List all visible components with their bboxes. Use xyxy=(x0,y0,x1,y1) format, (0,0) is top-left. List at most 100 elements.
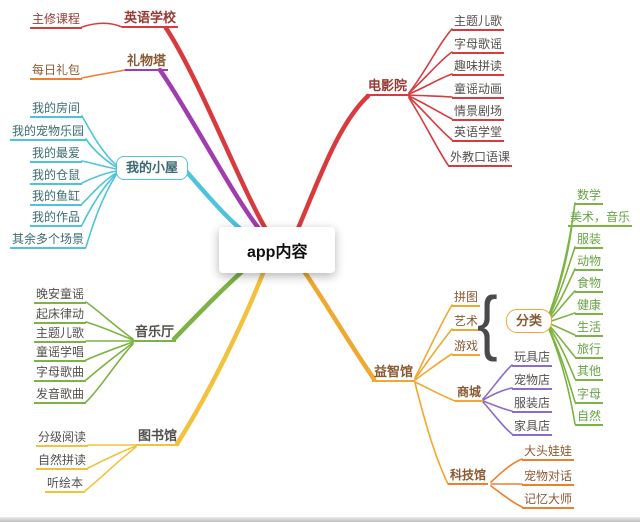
child-line xyxy=(408,28,453,94)
child-line xyxy=(85,138,117,168)
mind-node[interactable]: 趣味拼读 xyxy=(452,60,505,76)
child-line xyxy=(84,446,137,492)
mind-node[interactable]: 服装店 xyxy=(512,397,553,413)
mind-node[interactable]: 我的作品 xyxy=(29,211,82,227)
mind-node[interactable]: 健康 xyxy=(575,299,604,315)
mind-node[interactable]: 记忆大师 xyxy=(522,493,575,509)
mind-node[interactable]: 发音歌曲 xyxy=(33,388,86,404)
mind-node[interactable]: 字母歌谣 xyxy=(452,38,505,54)
child-line xyxy=(87,445,137,469)
branch-gift-tower[interactable]: 礼物塔 xyxy=(125,54,169,71)
mind-node[interactable]: 家具店 xyxy=(512,420,553,436)
mind-node[interactable]: 情景剧场 xyxy=(452,105,505,121)
branch-my-house[interactable]: 我的小屋 xyxy=(116,156,189,180)
mind-node[interactable]: 我的房间 xyxy=(29,102,82,118)
mind-node[interactable]: 游戏 xyxy=(452,340,481,356)
mind-node[interactable]: 动物 xyxy=(575,255,604,271)
child-line xyxy=(81,115,117,166)
mind-node[interactable]: 大头娃娃 xyxy=(522,445,575,461)
mind-node[interactable]: 生活 xyxy=(575,321,604,337)
child-line xyxy=(414,328,453,380)
branch-line-puzzle-hall xyxy=(294,258,377,382)
mind-node[interactable]: 自然拼读 xyxy=(35,454,88,470)
branch-music-hall[interactable]: 音乐厅 xyxy=(133,325,177,342)
mind-node[interactable]: 宠物店 xyxy=(512,374,553,390)
window-bottom-edge xyxy=(0,517,640,522)
child-line xyxy=(85,301,134,340)
mind-node[interactable]: 我的鱼缸 xyxy=(29,190,82,206)
child-line xyxy=(414,382,449,485)
mind-node[interactable]: 服装 xyxy=(575,233,604,249)
child-line xyxy=(547,246,576,320)
branch-english-school[interactable]: 英语学校 xyxy=(122,11,179,28)
child-line xyxy=(408,97,449,166)
branch-cinema[interactable]: 电影院 xyxy=(366,79,410,96)
branch-line-cinema xyxy=(294,93,371,234)
child-line xyxy=(408,51,453,94)
tech-hall-node[interactable]: 科技馆 xyxy=(448,468,489,485)
mind-node[interactable]: 起床律动 xyxy=(33,308,86,324)
child-line xyxy=(490,458,523,483)
child-line xyxy=(81,69,126,79)
child-line xyxy=(482,401,513,435)
mall-node[interactable]: 商城 xyxy=(455,385,484,402)
child-line xyxy=(408,95,453,120)
mind-node[interactable]: 数学 xyxy=(575,189,604,205)
mind-node[interactable]: 童谣动画 xyxy=(452,83,505,99)
branch-line-gift-tower xyxy=(157,67,268,239)
mind-node[interactable]: 听绘本 xyxy=(44,477,85,493)
child-line xyxy=(414,381,456,402)
child-line xyxy=(408,94,453,98)
branch-puzzle-hall[interactable]: 益智馆 xyxy=(372,365,416,382)
child-line xyxy=(547,326,576,425)
mind-node[interactable]: 我的最爱 xyxy=(29,147,82,163)
mind-node[interactable]: 玩具店 xyxy=(512,351,553,367)
child-line xyxy=(85,343,134,403)
child-line xyxy=(547,224,573,319)
mind-node[interactable]: 外教口语课 xyxy=(448,151,513,167)
mind-node[interactable]: 食物 xyxy=(575,277,604,293)
mind-node[interactable]: 拼图 xyxy=(452,291,481,307)
mind-node[interactable]: 主修课程 xyxy=(29,13,82,29)
mind-node[interactable]: 晚安童谣 xyxy=(33,288,86,304)
branch-library[interactable]: 图书馆 xyxy=(136,429,180,446)
mind-node[interactable]: 字母 xyxy=(575,388,604,404)
mind-node[interactable]: 每日礼包 xyxy=(29,64,82,80)
brace-glyph: { xyxy=(477,283,498,363)
mind-node[interactable]: 童谣学唱 xyxy=(33,346,86,362)
child-line xyxy=(408,96,453,141)
branch-line-library xyxy=(174,260,270,447)
child-line xyxy=(408,73,453,95)
mind-node[interactable]: 字母歌曲 xyxy=(33,366,86,382)
mind-node[interactable]: 英语学堂 xyxy=(452,126,505,142)
child-line xyxy=(81,173,117,226)
mind-node[interactable]: 主题儿歌 xyxy=(452,15,505,31)
child-line xyxy=(482,400,513,412)
child-line xyxy=(547,324,576,380)
child-line xyxy=(482,387,513,401)
child-line xyxy=(490,485,523,508)
category-node[interactable]: 分类 xyxy=(506,309,553,333)
mind-node[interactable]: 其他 xyxy=(575,365,604,381)
central-topic[interactable]: app内容 xyxy=(219,227,336,273)
child-line xyxy=(414,304,453,379)
child-line xyxy=(414,353,453,381)
child-line xyxy=(85,342,134,381)
branch-line-english-school xyxy=(163,25,271,236)
mind-node[interactable]: 宠物对话 xyxy=(522,470,575,486)
mind-node[interactable]: 我的仓鼠 xyxy=(29,169,82,185)
mind-node[interactable]: 旅行 xyxy=(575,343,604,359)
mind-node[interactable]: 艺术 xyxy=(452,315,481,331)
mind-node[interactable]: 其余多个场景 xyxy=(9,233,86,249)
mind-node[interactable]: 美术，音乐 xyxy=(568,211,633,227)
mind-node[interactable]: 我的宠物乐园 xyxy=(9,125,86,141)
mind-node[interactable]: 分级阅读 xyxy=(35,431,88,447)
mind-node[interactable]: 自然 xyxy=(575,410,604,426)
child-line xyxy=(85,341,134,361)
child-line xyxy=(81,22,123,28)
child-line xyxy=(85,174,117,248)
mind-node[interactable]: 主题儿歌 xyxy=(33,327,86,343)
child-line xyxy=(81,172,117,205)
